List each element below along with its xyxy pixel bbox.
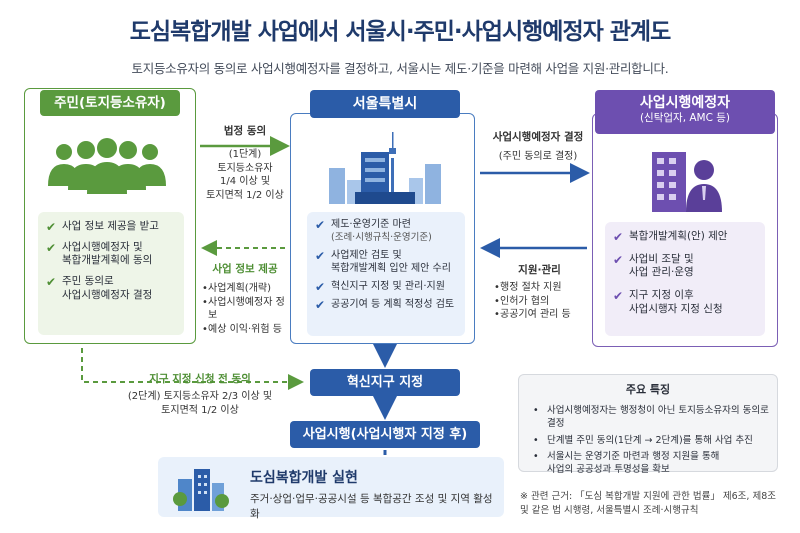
support-item: 인허가 협의 xyxy=(492,295,587,309)
implementation-desc: 주거·상업·업무·공공시설 등 복합공간 조성 및 지역 활성화 xyxy=(250,493,493,520)
support-item: 공공기여 관리 등 xyxy=(492,308,587,322)
support-item: 행정 절차 지원 xyxy=(492,281,587,295)
page-subtitle: 토지등소유자의 동의로 사업시행예정자를 결정하고, 서울시는 제도·기준을 마… xyxy=(131,61,669,76)
features-list: 사업시행예정자는 행정청이 아닌 토지등소유자의 동의로 결정 단계별 주민 동… xyxy=(531,405,771,481)
list-item: 공공기여 등 계획 적정성 검토 xyxy=(315,298,460,314)
prior-line: (2단계) 토지등소유자 2/3 이상 및 xyxy=(127,391,273,403)
decide-label: 사업시행예정자 결정 (주민 동의로 결정) xyxy=(483,130,593,164)
consent-title: 법정 동의 xyxy=(223,125,267,137)
prior-consent-connector xyxy=(81,348,304,390)
prior-consent-label: 지구 지정 신청 전 동의 (2단계) 토지등소유자 2/3 이상 및 토지면적… xyxy=(100,372,300,417)
info-label: 사업 정보 제공 사업계획(개략) 사업시행예정자 정보 예상 이익·위험 등 xyxy=(200,262,290,336)
info-item: 사업시행예정자 정보 xyxy=(200,296,290,323)
info-item: 예상 이익·위험 등 xyxy=(200,323,290,337)
prior-line: 토지면적 1/2 이상 xyxy=(161,404,239,416)
list-item: 사업시행예정자 및 복합개발계획에 동의 xyxy=(46,241,178,268)
list-item: 서울시는 운영기준 마련과 행정 지원을 통해 사업의 공공성과 투명성을 확보 xyxy=(531,451,771,477)
features-box: 주요 특징 사업시행예정자는 행정청이 아닌 토지등소유자의 동의로 결정 단계… xyxy=(518,374,778,475)
list-item: 복합개발계획(안) 제안 xyxy=(613,230,759,245)
info-item: 사업계획(개략) xyxy=(200,282,290,296)
implementation-title: 도심복합개발 실현 xyxy=(250,470,358,486)
consent-line: (1단계) xyxy=(228,149,262,161)
city-hall-icon xyxy=(329,132,441,204)
list-item: 혁신지구 지정 및 관리·지원 xyxy=(315,280,460,296)
list-item: 사업비 조달 및 사업 관리·운영 xyxy=(613,253,759,280)
list-item: 사업 정보 제공을 받고 xyxy=(46,220,178,235)
info-title: 사업 정보 제공 xyxy=(212,263,278,275)
list-item: 사업제안 검토 및 복합개발계획 입안 제안 수리 xyxy=(315,249,460,275)
implementation-box: 도심복합개발 실현 주거·상업·업무·공공시설 등 복합공간 조성 및 지역 활… xyxy=(158,457,504,520)
execution-box: 사업시행(사업시행자 지정 후) xyxy=(290,421,480,448)
footnote: ※ 관련 근거: 「도심 복합개발 지원에 관한 법률」 제6조, 제8조 및 … xyxy=(520,491,776,516)
consent-line: 토지면적 1/2 이상 xyxy=(206,189,284,201)
consent-line: 토지등소유자 xyxy=(217,162,273,174)
page-title: 도심복합개발 사업에서 서울시·주민·사업시행예정자 관계도 xyxy=(129,19,672,45)
consent-label: 법정 동의 (1단계) 토지등소유자 1/4 이상 및 토지면적 1/2 이상 xyxy=(205,124,285,202)
list-item: 사업시행예정자는 행정청이 아닌 토지등소유자의 동의로 결정 xyxy=(531,405,771,431)
list-item: 지구 지정 이후 사업시행자 지정 신청 xyxy=(613,289,759,316)
seoul-list: 제도·운영기준 마련 (조례·시행규칙·운영기준) 사업제안 검토 및 복합개발계… xyxy=(307,212,465,336)
operator-title: 사업시행예정자 xyxy=(639,95,731,111)
operator-list: 복합개발계획(안) 제안 사업비 조달 및 사업 관리·운영 지구 지정 이후 … xyxy=(605,222,765,336)
list-item: 단계별 주민 동의(1단계 → 2단계)를 통해 사업 추진 xyxy=(531,435,771,448)
operator-header: 사업시행예정자 (신탁업자, AMC 등) xyxy=(595,90,775,134)
consent-line: 1/4 이상 및 xyxy=(219,176,271,188)
support-title: 지원·관리 xyxy=(518,264,561,276)
list-item: 주민 동의로 사업시행예정자 결정 xyxy=(46,275,178,302)
item-main: 제도·운영기준 마련 xyxy=(331,219,411,230)
prior-title: 지구 지정 신청 전 동의 xyxy=(149,373,251,385)
decide-sub: (주민 동의로 결정) xyxy=(498,151,578,163)
decide-title: 사업시행예정자 결정 xyxy=(492,131,584,143)
buildings-icon xyxy=(173,469,229,511)
support-label: 지원·관리 행정 절차 지원 인허가 협의 공공기여 관리 등 xyxy=(492,263,587,322)
list-item: 제도·운영기준 마련 (조례·시행규칙·운영기준) xyxy=(315,218,460,244)
people-icon xyxy=(48,138,166,194)
features-title: 주요 특징 xyxy=(625,383,671,396)
residents-header: 주민(토지등소유자) xyxy=(40,90,180,116)
residents-list: 사업 정보 제공을 받고 사업시행예정자 및 복합개발계획에 동의 주민 동의로… xyxy=(38,212,184,335)
operator-subtitle: (신탁업자, AMC 등) xyxy=(639,112,731,125)
business-person-icon xyxy=(652,152,722,212)
seoul-header: 서울특별시 xyxy=(310,90,460,118)
innovation-district-box: 혁신지구 지정 xyxy=(310,369,460,396)
item-sub: (조례·시행규칙·운영기준) xyxy=(331,232,432,243)
